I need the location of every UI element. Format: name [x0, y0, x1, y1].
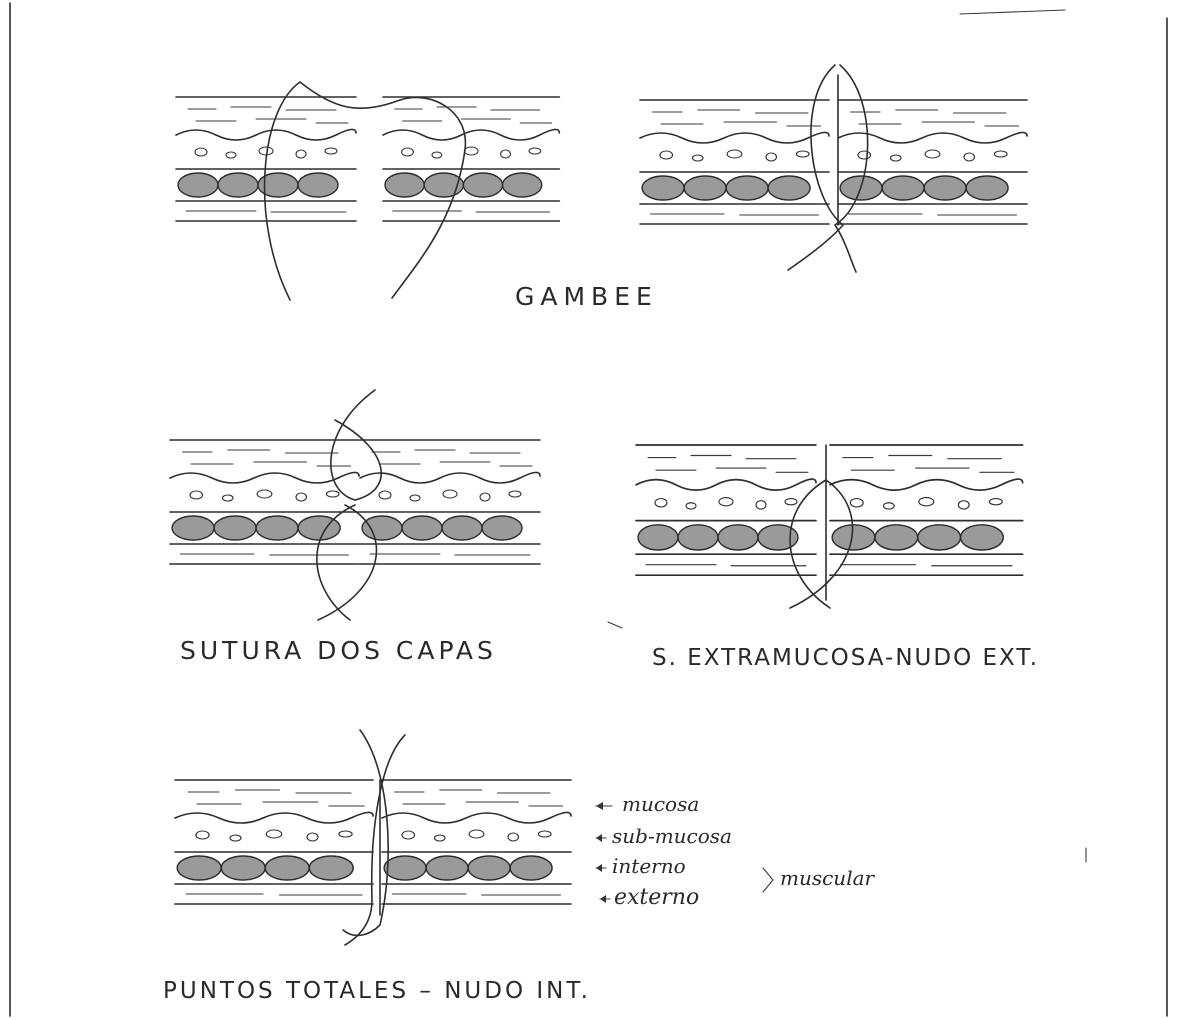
legend-mucosa: mucosa [622, 792, 699, 816]
legend-submucosa: sub-mucosa [612, 824, 732, 848]
legend-interno: interno [612, 854, 686, 878]
caption-extramucosa: S. EXTRAMUCOSA-NUDO EXT. [652, 645, 1039, 671]
caption-gambee: GAMBEE [515, 282, 658, 311]
dos-capas-figure [170, 390, 540, 620]
legend-muscular: muscular [780, 866, 874, 890]
gambee-left-figure [176, 82, 559, 300]
extramucosa-figure [636, 445, 1023, 608]
caption-dos-capas: SUTURA DOS CAPAS [180, 636, 497, 665]
caption-puntos-totales: PUNTOS TOTALES – NUDO INT. [163, 978, 591, 1004]
legend-externo: externo [614, 885, 699, 910]
gambee-right-figure [640, 65, 1027, 272]
